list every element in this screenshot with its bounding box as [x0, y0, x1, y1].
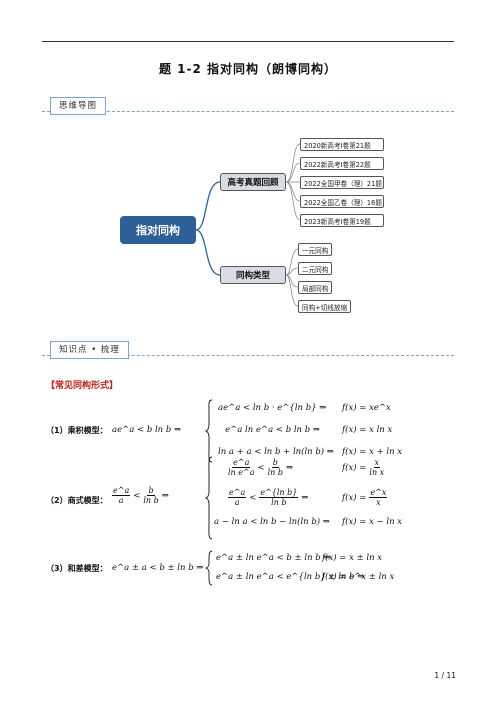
numerator: x: [373, 458, 381, 468]
denominator: ln b: [271, 498, 287, 507]
product-row1-right: f(x) = xe^x: [342, 403, 391, 413]
denominator: a: [118, 496, 124, 505]
mindmap-leaf-type: 二元同构: [298, 262, 333, 275]
mind-map: 指对同构 高考真题回顾 同构类型 2020新高考Ⅰ卷第21题 2022新高考Ⅰ卷…: [42, 128, 454, 320]
denominator: ln e^a: [228, 468, 255, 477]
less-than-sign: <: [249, 492, 257, 503]
mindmap-leaf-exam: 2020新高考Ⅰ卷第21题: [300, 138, 384, 151]
model-lhs-product: ae^a < b ln b ⇒: [112, 425, 182, 435]
function-name: f(x) =: [342, 492, 367, 503]
mindmap-leaf-type: 一元同构: [298, 243, 333, 256]
mind-map-connectors: [195, 143, 301, 307]
section-divider: [42, 111, 454, 112]
less-than-sign: <: [133, 490, 141, 501]
fraction: e^{ln b}ln b: [259, 488, 299, 507]
numerator: e^x: [369, 488, 388, 498]
quotient-row3-left: a − ln a < ln b − ln(ln b) ⇒: [214, 517, 330, 527]
denominator: ln b: [267, 468, 283, 477]
implies-sign: ⇒: [301, 492, 309, 503]
quotient-row3-right: f(x) = x − ln x: [342, 517, 403, 527]
sum-row2-left: e^a ± ln e^a < e^{ln b} ± ln b ⇒: [216, 572, 365, 582]
numerator: b: [147, 486, 155, 496]
product-row3-left: ln a + a < ln b + ln(ln b) ⇒: [218, 447, 334, 457]
page-number: 1 / 11: [434, 671, 456, 680]
mindmap-branch-types: 同构类型: [220, 266, 286, 284]
function-name: f(x) =: [342, 462, 367, 473]
mindmap-branch-exams: 高考真题回顾: [220, 173, 286, 191]
denominator: x: [376, 498, 381, 507]
model-label-quotient: （2）商式模型：: [46, 496, 108, 505]
section-mindmap: 思维导图: [42, 97, 454, 115]
numerator: e^a: [232, 458, 251, 468]
page-title: 题 1-2 指对同构（朗博同构）: [158, 62, 338, 76]
denominator: ln x: [369, 468, 385, 477]
implies-sign: ⇒: [161, 490, 169, 501]
implies-sign: ⇒: [285, 462, 294, 473]
mindmap-leaf-exam: 2022全国甲卷（理）21题: [300, 176, 384, 189]
numerator: e^a: [112, 486, 131, 496]
forms-heading: 【常见同构形式】: [46, 381, 119, 391]
mindmap-leaf-exam: 2022新高考Ⅰ卷第22题: [300, 157, 384, 170]
product-row1-left: ae^a < ln b · e^{ln b} ⇒: [218, 403, 327, 413]
section-divider: [42, 355, 454, 356]
mindmap-leaf-exam: 2023新高考Ⅰ卷第19题: [300, 214, 384, 227]
denominator: ln b: [143, 496, 159, 505]
product-row2-left: e^a ln e^a < b ln b ⇒: [225, 425, 320, 435]
mindmap-leaf-type: 同构+切线放缩: [298, 300, 352, 313]
less-than-sign: <: [257, 462, 265, 473]
section-tag-mindmap: 思维导图: [50, 97, 107, 115]
denominator: a: [234, 498, 240, 507]
section-tag-knowledge: 知识点 • 梳理: [50, 341, 129, 359]
numerator: b: [271, 458, 279, 468]
mindmap-root: 指对同构: [120, 216, 196, 244]
model-label-product: （1）乘积模型：: [46, 426, 108, 435]
brace-quotient: [205, 456, 213, 540]
brace-sum: [205, 550, 213, 586]
sum-row1-right: f(x) = x ± ln x: [322, 553, 383, 563]
sum-row1-left: e^a ± ln e^a < b ± ln b ⇒: [216, 553, 331, 563]
numerator: e^{ln b}: [259, 488, 299, 498]
sum-row2-right: f(x) = e^x ± ln x: [322, 572, 395, 582]
header-rule: [42, 41, 454, 42]
numerator: e^a: [228, 488, 247, 498]
model-label-sum: （3）和差模型：: [46, 564, 108, 573]
model-lhs-sum: e^a ± a < b ± ln b ⇒: [112, 563, 204, 573]
mindmap-leaf-type: 局部同构: [298, 281, 333, 294]
section-knowledge: 知识点 • 梳理: [42, 341, 454, 359]
brace-product: [205, 399, 213, 463]
mindmap-leaf-exam: 2022全国乙卷（理）16题: [300, 195, 384, 208]
product-row3-right: f(x) = x + ln x: [342, 447, 403, 457]
product-row2-right: f(x) = x ln x: [342, 425, 393, 435]
